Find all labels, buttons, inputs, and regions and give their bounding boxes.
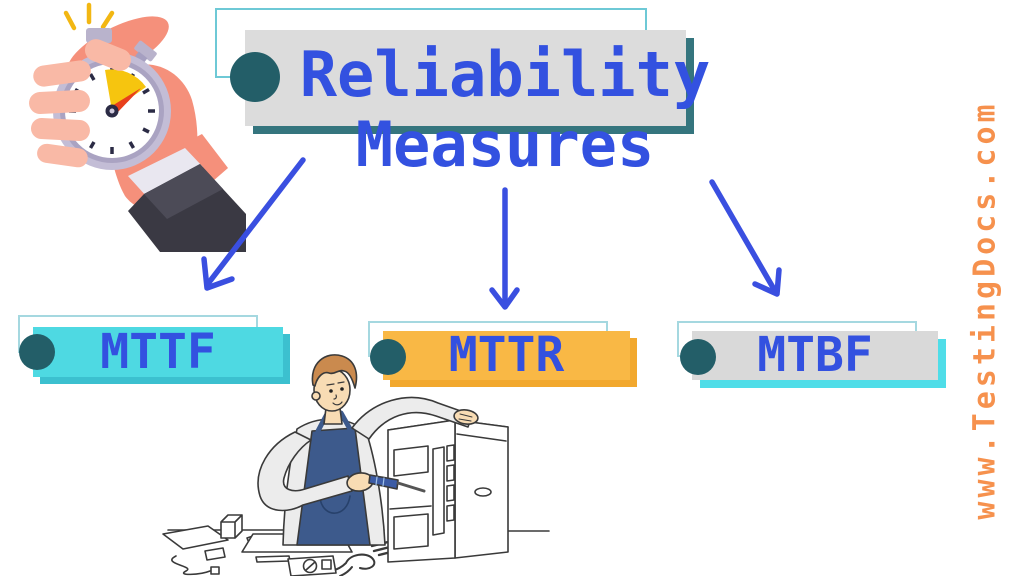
bullet-icon — [370, 339, 406, 375]
right-arm — [351, 396, 473, 440]
suit-sleeve-facet — [144, 164, 223, 219]
small-box-2 — [335, 513, 365, 545]
fist — [346, 472, 374, 492]
node-label-mtbf: MTBF — [757, 327, 873, 383]
bullet-icon — [230, 52, 280, 102]
table-edge — [167, 529, 550, 532]
left-arm — [257, 431, 353, 512]
stopwatch-buttons — [86, 28, 157, 63]
title-box — [245, 30, 686, 126]
title-line-2: Measures — [355, 108, 655, 181]
hand — [67, 16, 228, 211]
pliers-icon — [330, 553, 376, 576]
arrow-to-mttr-head — [489, 287, 520, 310]
multimeter-icon — [287, 555, 337, 576]
elapsed-wedge — [105, 69, 146, 111]
node-label-mttf: MTTF — [100, 324, 216, 380]
palm — [106, 64, 198, 211]
title-line-1: Reliability — [299, 38, 711, 111]
node-box — [383, 331, 630, 380]
neck — [323, 407, 343, 425]
power-button — [474, 487, 492, 497]
small-box — [220, 514, 243, 539]
node-label-mttr: MTTR — [448, 327, 565, 383]
work-mat — [241, 533, 353, 553]
bullet-icon — [680, 339, 716, 375]
node-box — [33, 327, 283, 377]
tick-marks — [69, 68, 155, 154]
arrow-to-mtbf — [709, 179, 778, 294]
apron-straps — [315, 410, 353, 434]
burst-icon — [63, 2, 115, 31]
rods — [370, 536, 408, 557]
torso-shirt — [282, 418, 386, 546]
apron — [296, 427, 371, 546]
wrist — [148, 134, 228, 208]
computer-tower — [387, 419, 509, 563]
needle — [107, 88, 141, 113]
website-watermark: www.TestingDocs.com — [967, 100, 1003, 520]
arrow-to-mttf-head — [201, 256, 235, 291]
head — [313, 368, 351, 412]
cable — [171, 555, 211, 576]
hair — [311, 354, 358, 389]
page-title: Reliability Measures — [255, 40, 755, 180]
screwdriver-shaft — [396, 481, 426, 493]
ear — [311, 391, 321, 401]
apron-pocket — [319, 495, 351, 514]
bullet-icon — [19, 334, 55, 370]
thumb — [67, 16, 169, 80]
arrow-to-mtbf-head — [752, 267, 782, 297]
node-box — [692, 331, 938, 380]
fingers — [29, 39, 132, 168]
suit-sleeve — [128, 164, 246, 252]
hand-on-tower — [453, 409, 479, 425]
suit-cuff — [128, 148, 203, 197]
screwdriver-handle — [368, 474, 399, 490]
stopwatch-face — [53, 52, 171, 170]
paper-sheets — [162, 525, 229, 550]
